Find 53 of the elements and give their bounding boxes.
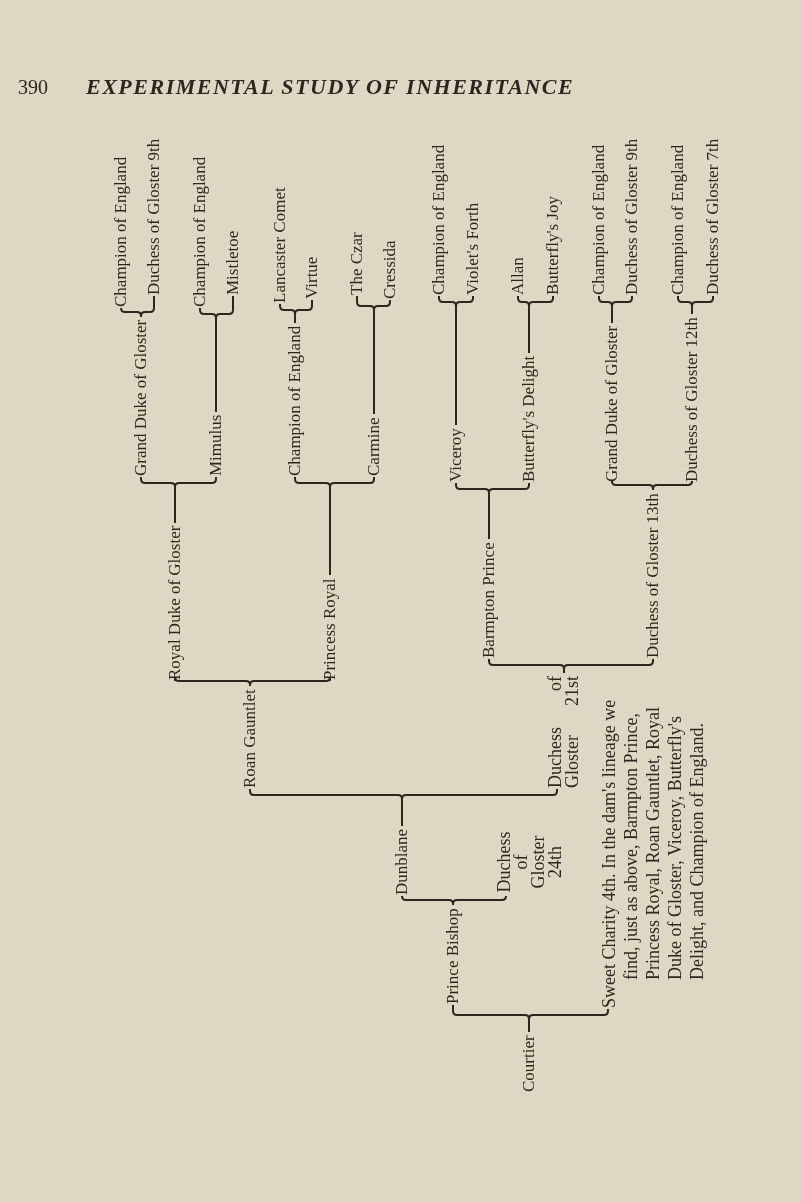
animal-name: Butterfly's Joy (543, 196, 563, 295)
animal-name: Champion of England (668, 144, 688, 295)
animal-name: Carmine (364, 417, 384, 476)
animal-name: Viceroy (446, 428, 466, 482)
bracket-line (455, 295, 474, 426)
animal-name: Duchess of Gloster 24th (496, 829, 564, 895)
animal-name: Butterfly's Delight (519, 355, 539, 482)
bracket-line (488, 482, 530, 540)
animal-name: Champion of England (589, 144, 609, 295)
animal-name: Cressida (380, 240, 400, 299)
animal-name: Duchess of Gloster 9th (144, 138, 164, 295)
animal-name: Duchess of Gloster 13th (643, 493, 663, 658)
bracket-line (174, 476, 217, 524)
page-number: 390 (18, 75, 48, 100)
bracket-line (294, 299, 313, 324)
bracket-line (329, 476, 375, 576)
animal-name: Champion of England (429, 144, 449, 295)
running-head: EXPERIMENTAL STUDY OF INHERITANCE (86, 73, 575, 101)
pedigree-note: Sweet Charity 4th. In the dam's lineage we find, just as above, Barmpton Prince, Princess Royal, Roan Gauntlet, Royal Duke of Gloster, Viceroy, Butterfly's Delight, and Champion of England. (598, 683, 708, 1008)
bracket-line (140, 295, 155, 318)
animal-name: Roan Gauntlet (240, 689, 260, 788)
animal-name: The Czar (347, 232, 367, 295)
animal-name: Barmpton Prince (479, 542, 499, 658)
bracket-line (563, 658, 654, 674)
animal-name: Grand Duke of Gloster (602, 325, 622, 482)
animal-name: Duchess of Gloster 12th (682, 317, 702, 482)
bracket-line (401, 788, 558, 827)
animal-name: Duchess of Gloster 7th (703, 138, 723, 295)
animal-name: Mimulus (206, 414, 226, 476)
animal-name: Allan (508, 257, 528, 295)
bracket-line (249, 676, 331, 687)
bracket-line (652, 480, 693, 491)
bracket-line (691, 295, 714, 315)
animal-name: Champion of England (190, 156, 210, 307)
animal-name: Virtue (302, 256, 322, 299)
animal-name: Duchess of Gloster 21st (547, 676, 581, 788)
bracket-line (528, 295, 554, 354)
animal-name: Prince Bishop (443, 908, 463, 1004)
animal-name: Royal Duke of Gloster (165, 525, 185, 680)
bracket-line (528, 1008, 609, 1033)
animal-name: Dunblane (392, 828, 412, 895)
animal-name: Champion of England (285, 325, 305, 476)
animal-name: Grand Duke of Gloster (131, 319, 151, 476)
animal-name: Violet's Forth (463, 202, 483, 295)
bracket-line (452, 895, 507, 906)
animal-name: Courtier (519, 1035, 539, 1092)
animal-name: Duchess of Gloster 9th (622, 138, 642, 295)
bracket-line (373, 299, 391, 415)
animal-name: Lancaster Comet (270, 187, 290, 303)
animal-name: Mistletoe (223, 230, 243, 295)
animal-name: Princess Royal (320, 578, 340, 680)
animal-name: Champion of England (111, 156, 131, 307)
bracket-line (611, 295, 633, 324)
